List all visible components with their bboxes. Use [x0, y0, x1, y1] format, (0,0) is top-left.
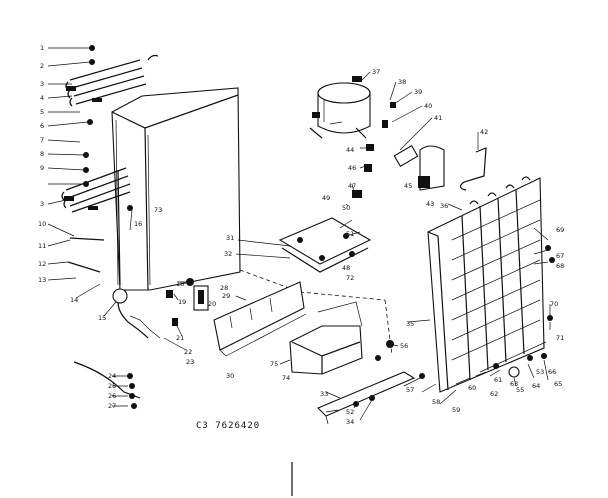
callout: 19 — [178, 298, 186, 306]
callout: 7 — [40, 136, 44, 144]
callout: 46 — [348, 164, 356, 172]
callout: 20 — [208, 300, 216, 308]
callout: 40 — [424, 102, 432, 110]
callout: 43 — [426, 200, 434, 208]
callout: 74 — [282, 374, 290, 382]
callout: 27 — [108, 402, 116, 410]
callout: 51 — [346, 230, 354, 238]
callout: 13 — [38, 276, 46, 284]
callout: 1 — [40, 44, 44, 52]
callout: 45 — [404, 182, 412, 190]
callout: 6 — [40, 122, 44, 130]
callout: 56 — [400, 342, 408, 350]
callout: 5 — [40, 108, 44, 116]
callout: 59 — [452, 406, 460, 414]
callout: 16 — [134, 220, 142, 228]
callout: 4 — [40, 94, 44, 102]
callout: 11 — [38, 242, 46, 250]
callout: 33 — [320, 390, 328, 398]
callout: 34 — [346, 418, 354, 426]
upper-coil — [65, 59, 147, 107]
callout: 18 — [176, 280, 184, 288]
callout: 8 — [40, 150, 44, 158]
callout: 57 — [406, 386, 414, 394]
callout: 64 — [532, 382, 540, 390]
callout: 35 — [406, 320, 414, 328]
callout: 73 — [154, 206, 162, 214]
callout: 71 — [556, 334, 564, 342]
callout: 24 — [108, 372, 116, 380]
callout: 28 — [220, 284, 228, 292]
drain-pan — [289, 301, 363, 375]
callout: 26 — [108, 392, 116, 400]
callout: 21 — [176, 334, 184, 342]
left-tubing — [67, 169, 161, 339]
callout-labels: 1 2 3 4 5 6 7 8 9 3 10 11 12 13 14 15 16… — [38, 44, 564, 426]
callout: 29 — [222, 292, 230, 300]
callout: 22 — [184, 348, 192, 356]
callout: 52 — [346, 408, 354, 416]
callout: 41 — [434, 114, 442, 122]
callout: 48 — [342, 264, 350, 272]
condenser — [427, 176, 547, 393]
callout: 75 — [270, 360, 278, 368]
compressor — [309, 76, 371, 139]
callout: 3 — [40, 80, 44, 88]
callout: 23 — [186, 358, 194, 366]
callout: 32 — [224, 250, 232, 258]
wire-harness — [73, 361, 141, 409]
callout: 39 — [414, 88, 422, 96]
callout: 72 — [346, 274, 354, 282]
callout: 37 — [372, 68, 380, 76]
compressor-mount — [278, 217, 372, 273]
callout: 2 — [40, 62, 44, 70]
callout: 70 — [550, 300, 558, 308]
callout: 38 — [398, 78, 406, 86]
callout: 42 — [480, 128, 488, 136]
diagram-caption: C3 7626420 — [196, 421, 260, 431]
callout: 68 — [556, 262, 564, 270]
callout: 47 — [348, 182, 356, 190]
callout: 58 — [432, 398, 440, 406]
callout: 66 — [548, 368, 556, 376]
callout: 14 — [70, 296, 78, 304]
callout: 15 — [98, 314, 106, 322]
capacitor-box — [418, 145, 487, 191]
callout: 12 — [38, 260, 46, 268]
callout: 44 — [346, 146, 354, 154]
callout: 65 — [554, 380, 562, 388]
callout: 36 — [440, 202, 448, 210]
callout: 50 — [342, 204, 350, 212]
callout: 49 — [322, 194, 330, 202]
callout: 62 — [490, 390, 498, 398]
leader-lines — [47, 47, 551, 421]
callout: 10 — [38, 220, 46, 228]
callout: 69 — [556, 226, 564, 234]
callout: 53 — [536, 368, 544, 376]
relay-assembly — [193, 285, 209, 311]
fittings — [83, 45, 194, 326]
callout: 67 — [556, 252, 564, 260]
callout: 3 — [40, 200, 44, 208]
lower-coil — [61, 167, 131, 213]
cabinet-housing — [111, 87, 393, 356]
relay-cluster — [352, 102, 419, 198]
callout: 31 — [226, 234, 234, 242]
base-rail — [317, 371, 416, 425]
callout: 25 — [108, 382, 116, 390]
callout: 30 — [226, 372, 234, 380]
callout: 63 — [510, 380, 518, 388]
callout: 55 — [516, 386, 524, 394]
callout: 61 — [494, 376, 502, 384]
callout: 9 — [40, 164, 44, 172]
electrical-tray — [213, 281, 307, 357]
callout: 60 — [468, 384, 476, 392]
